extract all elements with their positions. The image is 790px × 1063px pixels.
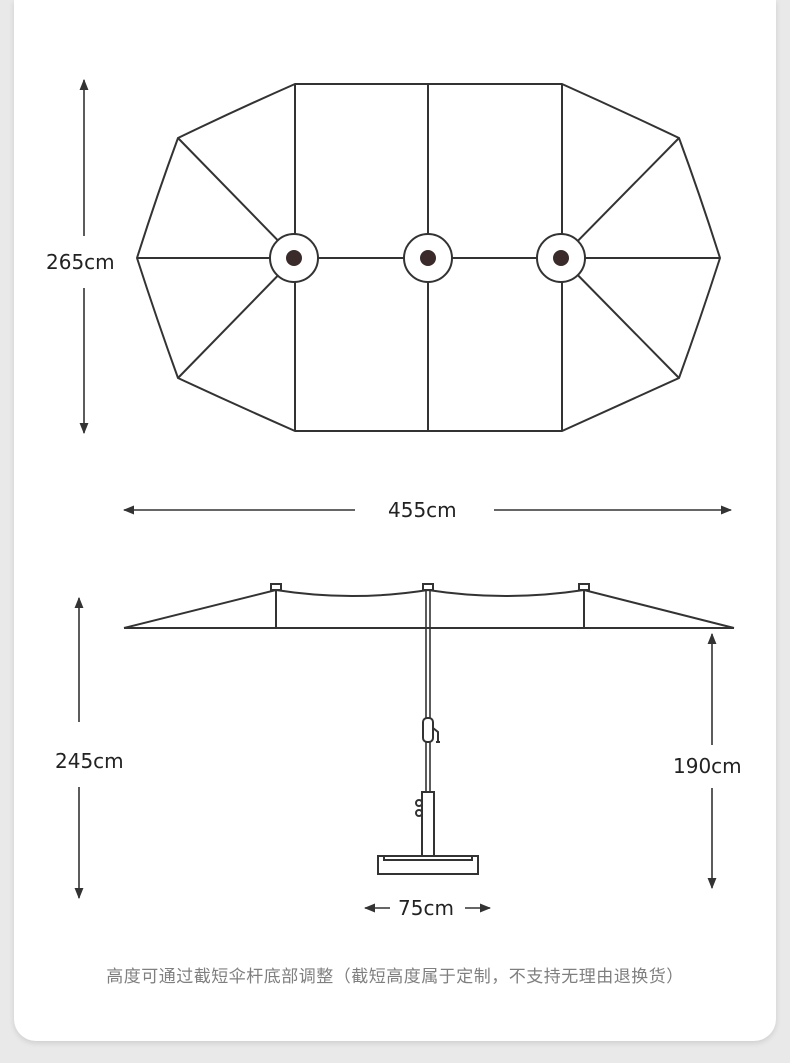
canopy-vent-cap xyxy=(422,583,434,591)
canopy-width-label: 455cm xyxy=(386,498,459,522)
canopy-top-profile xyxy=(123,588,735,629)
hub-center xyxy=(420,250,436,266)
rib xyxy=(177,137,295,258)
umbrella-side-view xyxy=(123,583,735,875)
canopy-hubs xyxy=(269,233,586,283)
sleeve-knob xyxy=(415,809,423,817)
crank-housing xyxy=(422,717,434,743)
base-width-label: 75cm xyxy=(396,896,456,920)
hub-center xyxy=(553,250,569,266)
pole-sleeve xyxy=(421,791,435,857)
clear-height-label: 190cm xyxy=(671,754,744,778)
hub-center xyxy=(286,250,302,266)
sleeve-knob xyxy=(415,799,423,807)
total-height-label: 245cm xyxy=(53,749,126,773)
canopy-vent-cap xyxy=(578,583,590,591)
base-top-plate xyxy=(383,855,473,861)
rib xyxy=(561,137,680,258)
rib xyxy=(177,258,295,379)
canopy-depth-label: 265cm xyxy=(44,250,117,274)
canopy-vent-cap xyxy=(270,583,282,591)
crank-handle xyxy=(432,727,440,743)
rib xyxy=(561,258,680,379)
footnote: 高度可通过截短伞杆底部调整（截短高度属于定制，不支持无理由退换货） xyxy=(106,967,684,987)
